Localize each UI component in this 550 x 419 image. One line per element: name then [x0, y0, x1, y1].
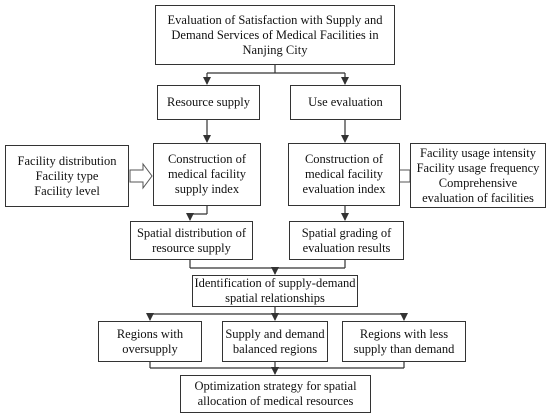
supply-distribution-box: Spatial distribution of resource supply: [130, 221, 253, 260]
resource-supply-label: Resource supply: [167, 95, 250, 109]
balanced-box: Supply and demand balanced regions: [222, 321, 328, 362]
supply-factors-box: Facility distribution Facility type Faci…: [5, 145, 129, 207]
supply-index-text: Construction of medical facility supply …: [167, 152, 247, 196]
evaluation-grading-box: Spatial grading of evaluation results: [289, 221, 404, 260]
evaluation-factors-box: Facility usage intensity Facility usage …: [410, 143, 546, 208]
evaluation-index-box: Construction of medical facility evaluat…: [288, 143, 400, 206]
less-supply-box: Regions with less supply than demand: [342, 321, 466, 362]
identification-text: Identification of supply-demand spatial …: [194, 276, 356, 305]
oversupply-box: Regions with oversupply: [98, 321, 202, 362]
supply-index-box: Construction of medical facility supply …: [153, 143, 261, 206]
supply-factors-text: Facility distribution Facility type Faci…: [17, 153, 117, 198]
oversupply-text: Regions with oversupply: [116, 326, 184, 356]
supply-distribution-text: Spatial distribution of resource supply: [136, 225, 247, 255]
title-box: Evaluation of Satisfaction with Supply a…: [155, 5, 395, 65]
less-supply-text: Regions with less supply than demand: [353, 326, 455, 356]
balanced-text: Supply and demand balanced regions: [225, 326, 325, 356]
use-evaluation-label: Use evaluation: [308, 95, 383, 109]
use-evaluation-box: Use evaluation: [290, 85, 401, 120]
resource-supply-box: Resource supply: [157, 85, 260, 120]
identification-box: Identification of supply-demand spatial …: [192, 275, 358, 307]
optimization-box: Optimization strategy for spatial alloca…: [180, 375, 371, 413]
evaluation-grading-text: Spatial grading of evaluation results: [301, 225, 392, 255]
title-text: Evaluation of Satisfaction with Supply a…: [167, 12, 383, 57]
evaluation-factors-text: Facility usage intensity Facility usage …: [416, 145, 540, 205]
hollow-arrow-right-icon: [129, 162, 153, 190]
evaluation-index-text: Construction of medical facility evaluat…: [302, 152, 386, 196]
optimization-text: Optimization strategy for spatial alloca…: [194, 379, 357, 408]
